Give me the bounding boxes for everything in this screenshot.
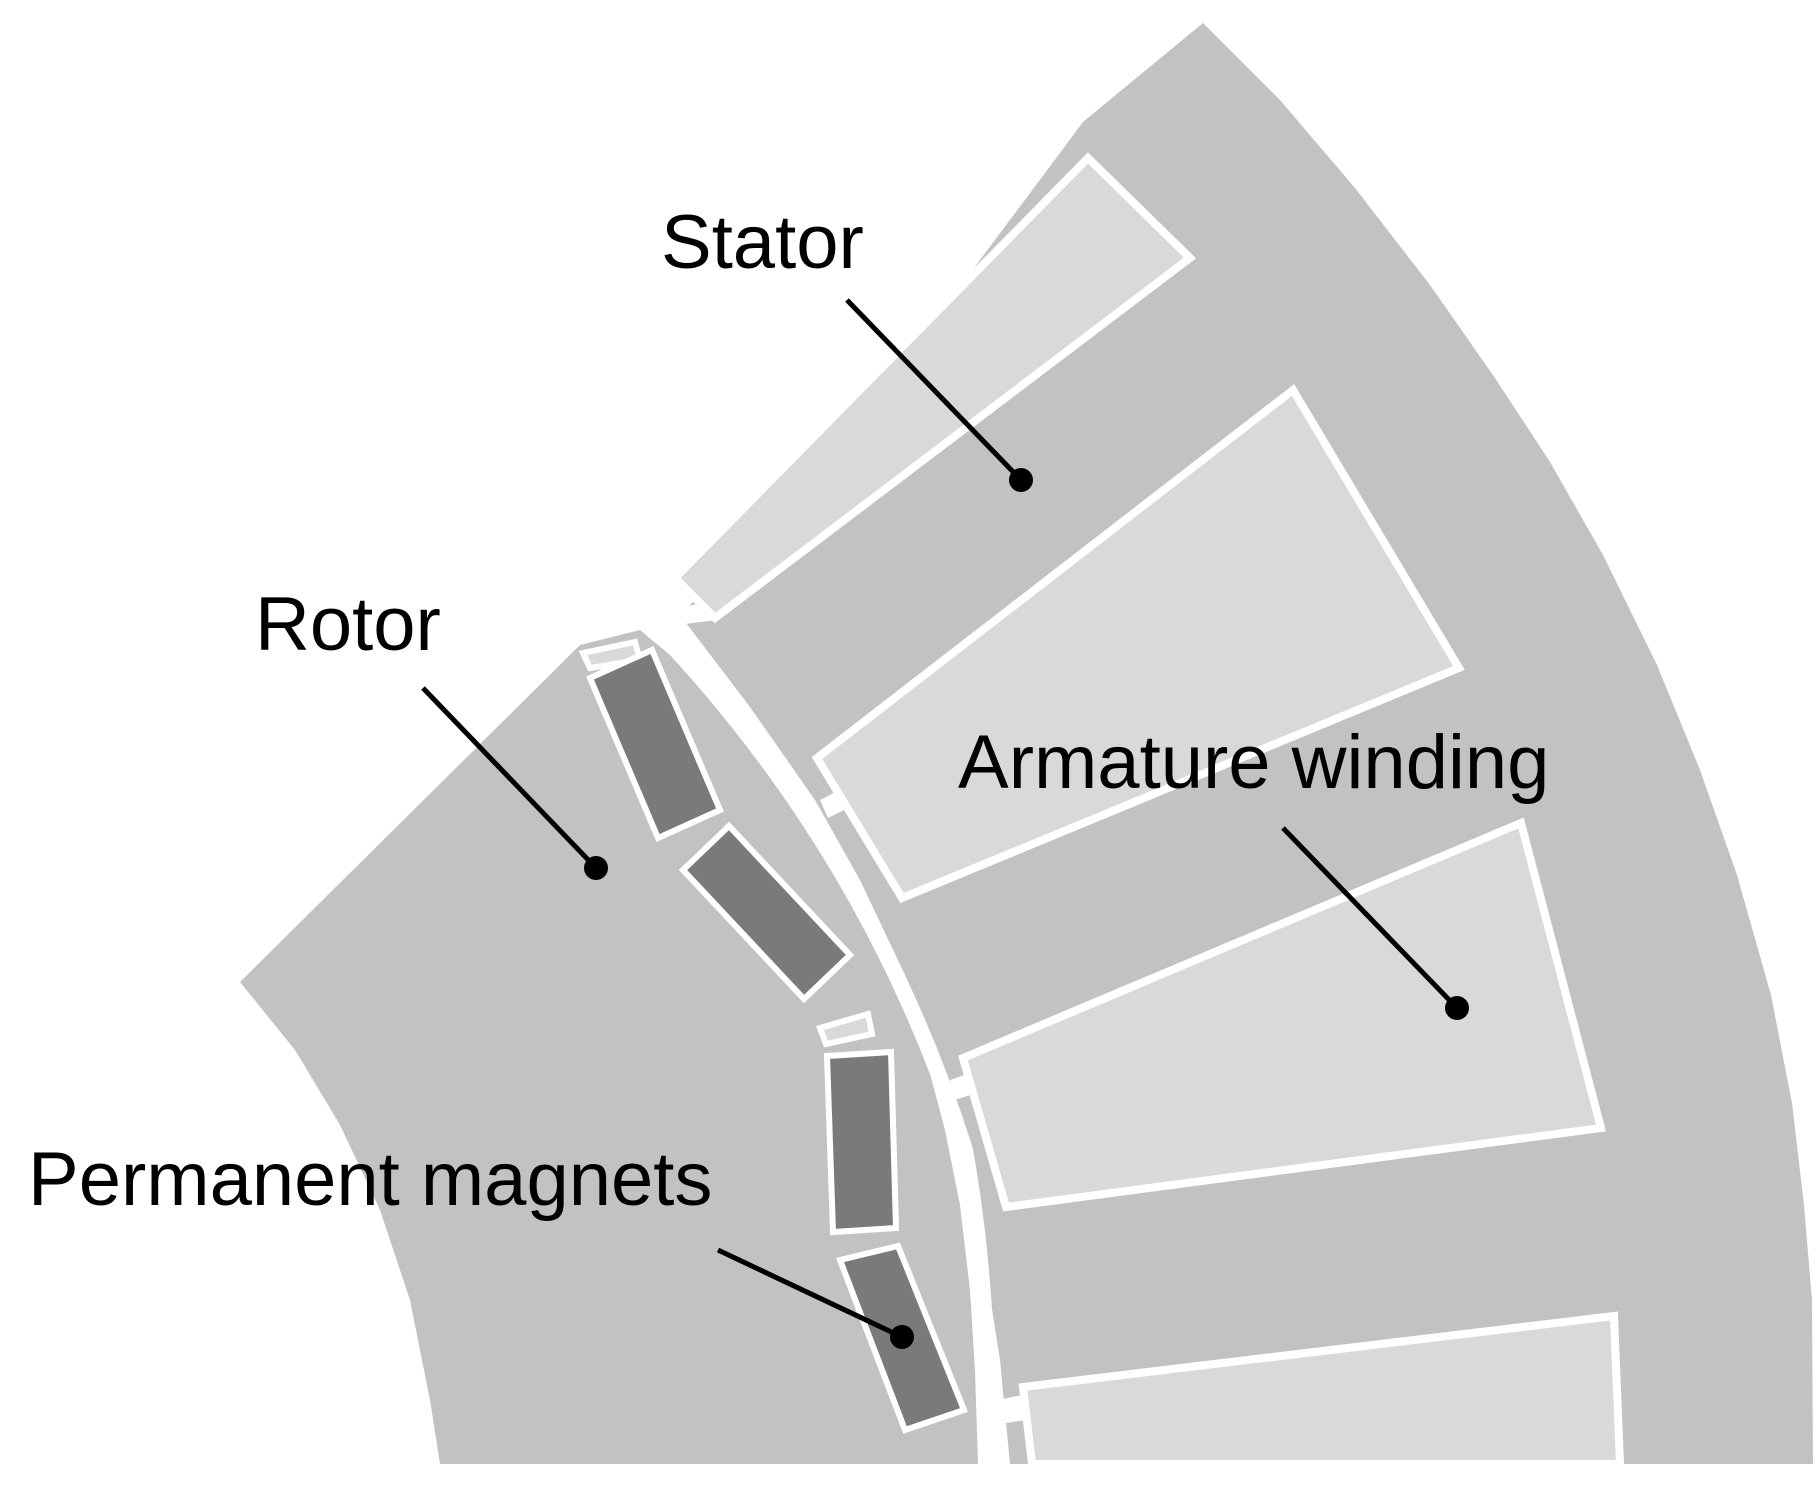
stator-leader-line xyxy=(845,298,1023,482)
air-gap xyxy=(644,616,997,1465)
armature-coil xyxy=(1018,1311,1625,1468)
armature-coil xyxy=(958,817,1607,1212)
permanent-magnet xyxy=(678,821,855,1004)
label-stator: Stator xyxy=(661,200,864,285)
stator-leader-dot xyxy=(1009,468,1033,492)
label-permanent-magnets: Permanent magnets xyxy=(28,1137,712,1222)
label-rotor: Rotor xyxy=(255,582,441,667)
rotor-leader-line xyxy=(421,686,598,870)
permanent-magnet xyxy=(586,646,724,842)
permanent-magnet xyxy=(823,1048,900,1236)
label-armature-winding: Armature winding xyxy=(958,720,1549,805)
armature-coil xyxy=(811,384,1465,904)
armature-leader-line xyxy=(1281,826,1459,1010)
rotor-leader-dot xyxy=(584,856,608,880)
leader-lines xyxy=(421,298,1469,1349)
armature-leader-dot xyxy=(1445,996,1469,1020)
magnets-leader-line xyxy=(716,1247,904,1340)
rotor-core xyxy=(240,630,978,1464)
magnets-leader-dot xyxy=(890,1325,914,1349)
slot-wedge xyxy=(816,1010,876,1048)
